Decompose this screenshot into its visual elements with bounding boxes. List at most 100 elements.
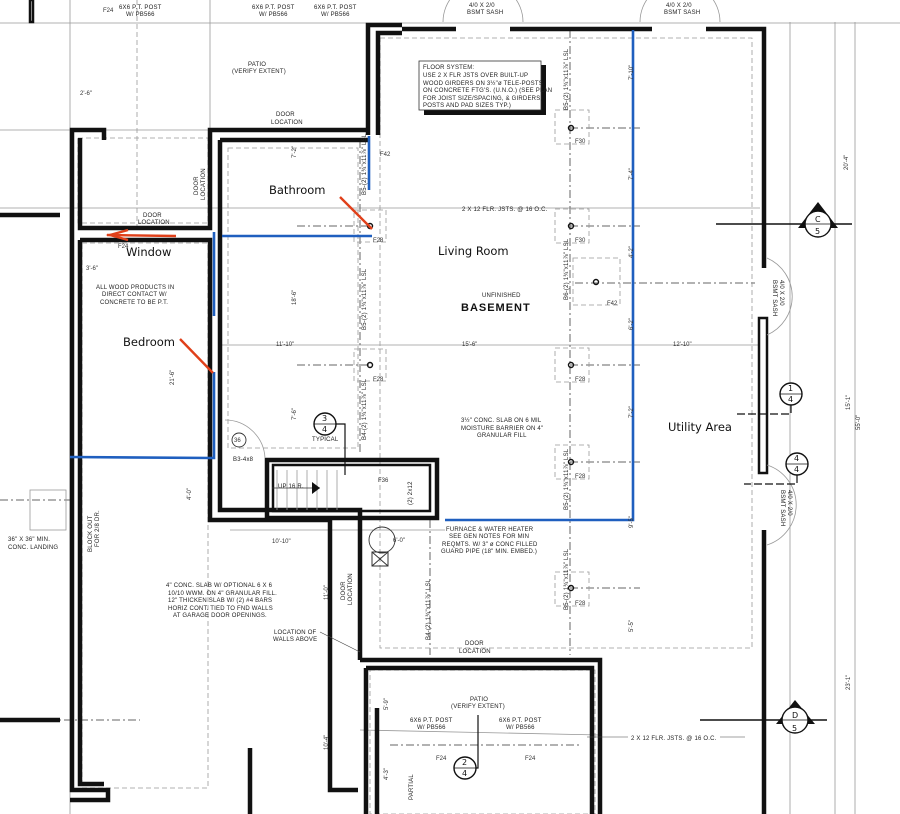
svg-text:7'-6": 7'-6" [292,408,298,420]
footing-tags: F24 F24 F24 F24 F28 F28 F28 F28 F28 F30 … [103,8,618,762]
svg-text:BSMT SASH: BSMT SASH [467,10,503,16]
svg-text:36" X 36" MIN.: 36" X 36" MIN. [8,537,50,543]
svg-text:23'-1": 23'-1" [846,675,852,690]
svg-text:F24: F24 [525,756,536,762]
svg-text:DOOR: DOOR [143,213,162,219]
svg-text:(VERIFY EXTENT): (VERIFY EXTENT) [451,704,505,710]
basement-label: BASEMENT [461,302,531,314]
detail-marker-2-4: 2 4 [453,715,479,780]
svg-text:6X6 P.T. POST: 6X6 P.T. POST [314,5,357,11]
svg-text:F28: F28 [575,377,586,383]
basement-sub-label: UNFINISHED [482,293,521,299]
walls [0,0,769,814]
svg-text:DOOR: DOOR [276,112,295,118]
svg-text:6X6 P.T. POST: 6X6 P.T. POST [119,5,162,11]
svg-text:B4-(2) 1¾"x11⅞" LSL: B4-(2) 1¾"x11⅞" LSL [426,578,432,640]
svg-text:F42: F42 [607,301,618,307]
svg-text:F28: F28 [575,474,586,480]
svg-text:CONC. LANDING: CONC. LANDING [8,545,58,551]
svg-text:F28: F28 [373,377,384,383]
svg-text:FURNACE & WATER HEATER: FURNACE & WATER HEATER [446,527,534,533]
svg-text:DOOR: DOOR [194,176,200,195]
svg-text:FOR JOIST SIZE/SPACING, & GIRD: FOR JOIST SIZE/SPACING, & GIRDERS, [423,96,542,102]
basement-sash-windows [224,0,797,546]
svg-text:GRANULAR FILL: GRANULAR FILL [477,433,527,439]
stair-treads [272,470,338,510]
svg-text:4" CONC. SLAB W/ OPTIONAL 6 X: 4" CONC. SLAB W/ OPTIONAL 6 X 6 [166,583,273,589]
svg-text:ALL WOOD PRODUCTS IN: ALL WOOD PRODUCTS IN [96,285,174,291]
svg-text:LOCATION: LOCATION [201,168,207,200]
svg-text:LOCATION OF: LOCATION OF [274,630,317,636]
svg-text:2'-6": 2'-6" [80,91,92,97]
svg-text:FOR 2/8 DR.: FOR 2/8 DR. [95,510,101,547]
svg-text:3'-6": 3'-6" [86,266,98,272]
svg-text:12" THICKEN SLAB W/ (2) #4 BAR: 12" THICKEN SLAB W/ (2) #4 BARS [168,598,272,604]
svg-text:2 X 12 FLR. JSTS. @ 16 O.C.: 2 X 12 FLR. JSTS. @ 16 O.C. [631,736,717,742]
section-marker-c5: C 5 [716,202,852,238]
svg-text:4/0 X 2/0: 4/0 X 2/0 [786,490,792,516]
detail-marker-4-4: 4 4 [744,452,809,485]
svg-text:12'-10": 12'-10" [673,342,692,348]
svg-text:5'-5": 5'-5" [629,620,635,632]
svg-text:5: 5 [792,724,797,733]
svg-text:15'-6": 15'-6" [462,342,477,348]
svg-text:LOCATION: LOCATION [459,649,491,655]
svg-text:B5-(2) 1¾"x11⅞" LSL: B5-(2) 1¾"x11⅞" LSL [564,448,570,510]
room-label-bedroom: Bedroom [123,335,175,349]
svg-text:F36: F36 [378,478,389,484]
svg-text:W/ PB566: W/ PB566 [259,12,288,18]
svg-text:(VERIFY EXTENT): (VERIFY EXTENT) [232,69,286,75]
svg-text:20'-4": 20'-4" [844,155,850,170]
svg-text:6'-0": 6'-0" [393,538,405,544]
svg-text:9'-5": 9'-5" [629,516,635,528]
room-label-utility-area: Utility Area [668,420,732,434]
detail-marker-3-4: 3 4 [313,412,346,475]
svg-text:B5-(2) 1¾"x11⅞" LSL: B5-(2) 1¾"x11⅞" LSL [362,133,368,195]
svg-text:FLOOR SYSTEM:: FLOOR SYSTEM: [423,65,474,71]
general-notes: ALL WOOD PRODUCTS IN DIRECT CONTACT W/ C… [8,3,792,800]
room-label-bathroom: Bathroom [269,183,325,197]
svg-text:PARTIAL: PARTIAL [409,774,415,800]
svg-text:4/0 X 2/0: 4/0 X 2/0 [778,280,784,306]
svg-text:B5-(2) 1¾"x11⅞" LSL: B5-(2) 1¾"x11⅞" LSL [564,548,570,610]
svg-text:11'-0": 11'-0" [324,585,330,600]
svg-text:4: 4 [462,769,467,778]
svg-text:5: 5 [815,227,820,236]
svg-text:6X6 P.T. POST: 6X6 P.T. POST [499,718,542,724]
svg-text:21'-6": 21'-6" [170,370,176,385]
svg-text:DOOR: DOOR [341,581,347,600]
svg-text:2 X 12 FLR. JSTS. @ 16 O.C.: 2 X 12 FLR. JSTS. @ 16 O.C. [462,207,548,213]
dimension-labels: 2'-6" 3'-6" 21'-6" 11'-10" 15'-6" 12'-10… [80,65,862,780]
svg-text:F28: F28 [575,601,586,607]
svg-text:6X6 P.T. POST: 6X6 P.T. POST [252,5,295,11]
door-tag: 36 [231,432,247,448]
svg-text:F24: F24 [436,756,447,762]
svg-text:USE 2 X FLR JSTS OVER BUILT-U: USE 2 X FLR JSTS OVER BUILT-UP [423,73,528,79]
svg-text:POSTS AND PAD SIZES TYP.): POSTS AND PAD SIZES TYP.) [423,103,511,109]
svg-text:PATIO: PATIO [470,697,488,703]
svg-text:36: 36 [234,438,241,444]
svg-text:4'-2": 4'-2" [629,246,635,258]
svg-text:4: 4 [788,395,793,404]
svg-text:B5-(2) 1¾"x11⅞" LSL: B5-(2) 1¾"x11⅞" LSL [362,268,368,330]
svg-text:WOOD GIRDERS ON 3½"ø TELE-POST: WOOD GIRDERS ON 3½"ø TELE-POSTS [423,80,543,87]
svg-text:BSMT SASH: BSMT SASH [779,490,785,526]
svg-text:6'-2": 6'-2" [629,318,635,330]
svg-text:TYPICAL: TYPICAL [312,437,339,443]
svg-text:B6-(2) 1¾"x11⅞" LSL: B6-(2) 1¾"x11⅞" LSL [564,238,570,300]
svg-text:W/ PB566: W/ PB566 [321,12,350,18]
svg-text:7'-10": 7'-10" [629,65,635,80]
svg-text:GUARD PIPE (18" MIN. EMBED.): GUARD PIPE (18" MIN. EMBED.) [441,549,537,555]
svg-text:B4-(2) 1¾"x11⅞" LSL: B4-(2) 1¾"x11⅞" LSL [362,378,368,440]
red-markup-lines [105,196,373,374]
svg-text:B3-4x8: B3-4x8 [233,457,254,463]
svg-text:10'-10": 10'-10" [272,539,291,545]
svg-text:5'-9": 5'-9" [384,698,390,710]
svg-text:C: C [815,215,821,224]
svg-text:F24: F24 [103,8,114,14]
svg-text:2: 2 [462,758,467,767]
floor-system-note: FLOOR SYSTEM: USE 2 X FLR JSTS OVER BUIL… [418,60,552,115]
svg-text:W/ PB566: W/ PB566 [506,725,535,731]
svg-text:F24: F24 [118,244,129,250]
